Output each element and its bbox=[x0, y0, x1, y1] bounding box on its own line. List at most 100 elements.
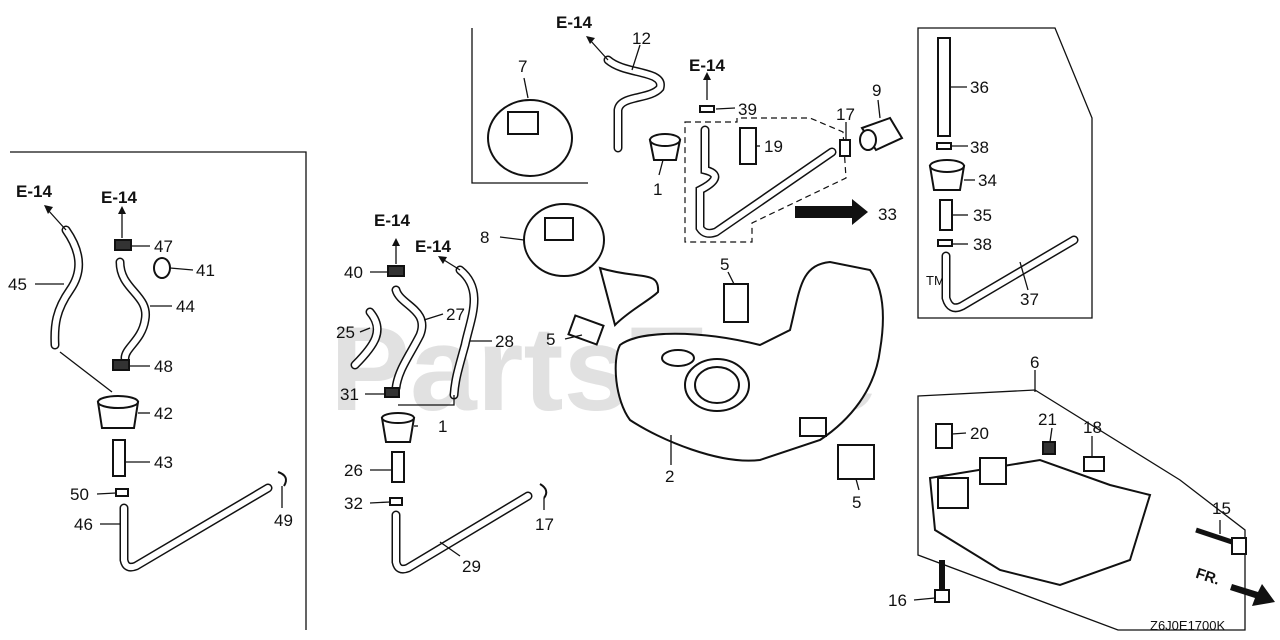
callout-2: 2 bbox=[665, 467, 674, 486]
callout-45: 45 bbox=[8, 275, 27, 294]
grommet-1-lower bbox=[380, 412, 416, 443]
callout-33: 33 bbox=[878, 205, 897, 224]
callout-6: 6 bbox=[1030, 353, 1039, 372]
tube-46 bbox=[119, 483, 273, 572]
callout-1-upper: 1 bbox=[653, 180, 662, 199]
callout-40: 40 bbox=[344, 263, 363, 282]
clip-39 bbox=[699, 105, 715, 113]
callout-20: 20 bbox=[970, 424, 989, 443]
fuel-cap-8 bbox=[523, 203, 660, 327]
diagram-code: Z6J0E1700K bbox=[1150, 618, 1225, 633]
callout-37: 37 bbox=[1020, 290, 1039, 309]
tube-37 bbox=[941, 235, 1079, 313]
callout-16: 16 bbox=[888, 591, 907, 610]
left-inset-frame bbox=[10, 151, 307, 630]
callout-39: 39 bbox=[738, 100, 757, 119]
callout-47: 47 bbox=[154, 237, 173, 256]
clip-17-lower bbox=[539, 483, 548, 499]
clamp-47 bbox=[114, 239, 132, 251]
callout-28: 28 bbox=[495, 332, 514, 351]
hose-12 bbox=[603, 55, 665, 153]
clip-17-upper bbox=[839, 139, 851, 157]
ref-label-left-47: E-14 bbox=[101, 188, 137, 207]
breather-hose bbox=[695, 125, 837, 238]
ref-label-left-45: E-14 bbox=[16, 182, 52, 201]
callout-25: 25 bbox=[336, 323, 355, 342]
clamp-40 bbox=[387, 265, 405, 277]
guard-assembly-frame bbox=[917, 389, 1246, 631]
grommet-42 bbox=[96, 395, 140, 429]
joint-26 bbox=[391, 451, 405, 483]
callout-43: 43 bbox=[154, 453, 173, 472]
callout-46: 46 bbox=[74, 515, 93, 534]
ref-label-center-40: E-14 bbox=[374, 211, 410, 230]
nut-21 bbox=[1042, 441, 1056, 455]
cap-38-upper bbox=[936, 142, 952, 150]
direction-arrow-33 bbox=[795, 199, 868, 225]
bolt-16 bbox=[934, 560, 950, 603]
callout-35: 35 bbox=[973, 206, 992, 225]
reference-arrows bbox=[44, 36, 711, 271]
cap-inset-frame bbox=[471, 28, 588, 184]
joint-43 bbox=[112, 439, 126, 477]
damper-5-right bbox=[837, 444, 875, 480]
callout-5-right: 5 bbox=[852, 493, 861, 512]
ref-label-top-center: E-14 bbox=[556, 13, 592, 32]
hose-28 bbox=[449, 265, 479, 400]
fuel-tank-2 bbox=[614, 260, 884, 462]
grommet-1-upper bbox=[648, 133, 682, 161]
guard-6 bbox=[928, 457, 1152, 587]
callout-1-lower: 1 bbox=[438, 417, 447, 436]
grommet-34 bbox=[928, 159, 966, 191]
joint-35 bbox=[939, 199, 953, 231]
callout-38-upper: 38 bbox=[970, 138, 989, 157]
tube-29 bbox=[391, 491, 533, 574]
callout-18: 18 bbox=[1083, 418, 1102, 437]
callout-49: 49 bbox=[274, 511, 293, 530]
watermark-trademark: TM bbox=[926, 273, 945, 288]
clamp-48 bbox=[112, 359, 130, 371]
callout-9: 9 bbox=[872, 81, 881, 100]
callout-5-center: 5 bbox=[720, 255, 729, 274]
callout-50: 50 bbox=[70, 485, 89, 504]
callout-44: 44 bbox=[176, 297, 195, 316]
cap-32 bbox=[389, 497, 403, 506]
callout-48: 48 bbox=[154, 357, 173, 376]
damper-18 bbox=[1083, 456, 1105, 472]
callout-19: 19 bbox=[764, 137, 783, 156]
callout-8: 8 bbox=[480, 228, 489, 247]
front-arrow: FR. bbox=[1194, 565, 1275, 606]
callout-17-upper: 17 bbox=[836, 105, 855, 124]
callout-41: 41 bbox=[196, 261, 215, 280]
collar-20 bbox=[935, 423, 953, 449]
clip-49 bbox=[277, 471, 287, 487]
ref-label-hose-set: E-14 bbox=[689, 56, 725, 75]
callout-34: 34 bbox=[978, 171, 997, 190]
hose-27 bbox=[391, 285, 427, 393]
callout-42: 42 bbox=[154, 404, 173, 423]
fuel-cap-7 bbox=[487, 99, 573, 177]
tube-36 bbox=[937, 37, 951, 137]
callout-31: 31 bbox=[340, 385, 359, 404]
callout-5-left: 5 bbox=[546, 330, 555, 349]
damper-5-center bbox=[723, 283, 749, 323]
leader-lines bbox=[35, 44, 1221, 601]
damper-5-left bbox=[567, 314, 605, 346]
clip-41 bbox=[153, 257, 171, 279]
callout-29: 29 bbox=[462, 557, 481, 576]
callout-17-lower: 17 bbox=[535, 515, 554, 534]
hose-set-dashed-frame bbox=[684, 117, 847, 243]
callout-12: 12 bbox=[632, 29, 651, 48]
bolt-15 bbox=[1195, 527, 1247, 555]
tube-19 bbox=[739, 127, 757, 165]
hose-45 bbox=[50, 225, 84, 350]
callout-27: 27 bbox=[446, 305, 465, 324]
callout-15: 15 bbox=[1212, 499, 1231, 518]
ref-label-center-28: E-14 bbox=[415, 237, 451, 256]
check-valve-9 bbox=[859, 116, 904, 152]
callout-21: 21 bbox=[1038, 410, 1057, 429]
hose-44 bbox=[115, 257, 151, 363]
callout-32: 32 bbox=[344, 494, 363, 513]
callout-7: 7 bbox=[518, 57, 527, 76]
